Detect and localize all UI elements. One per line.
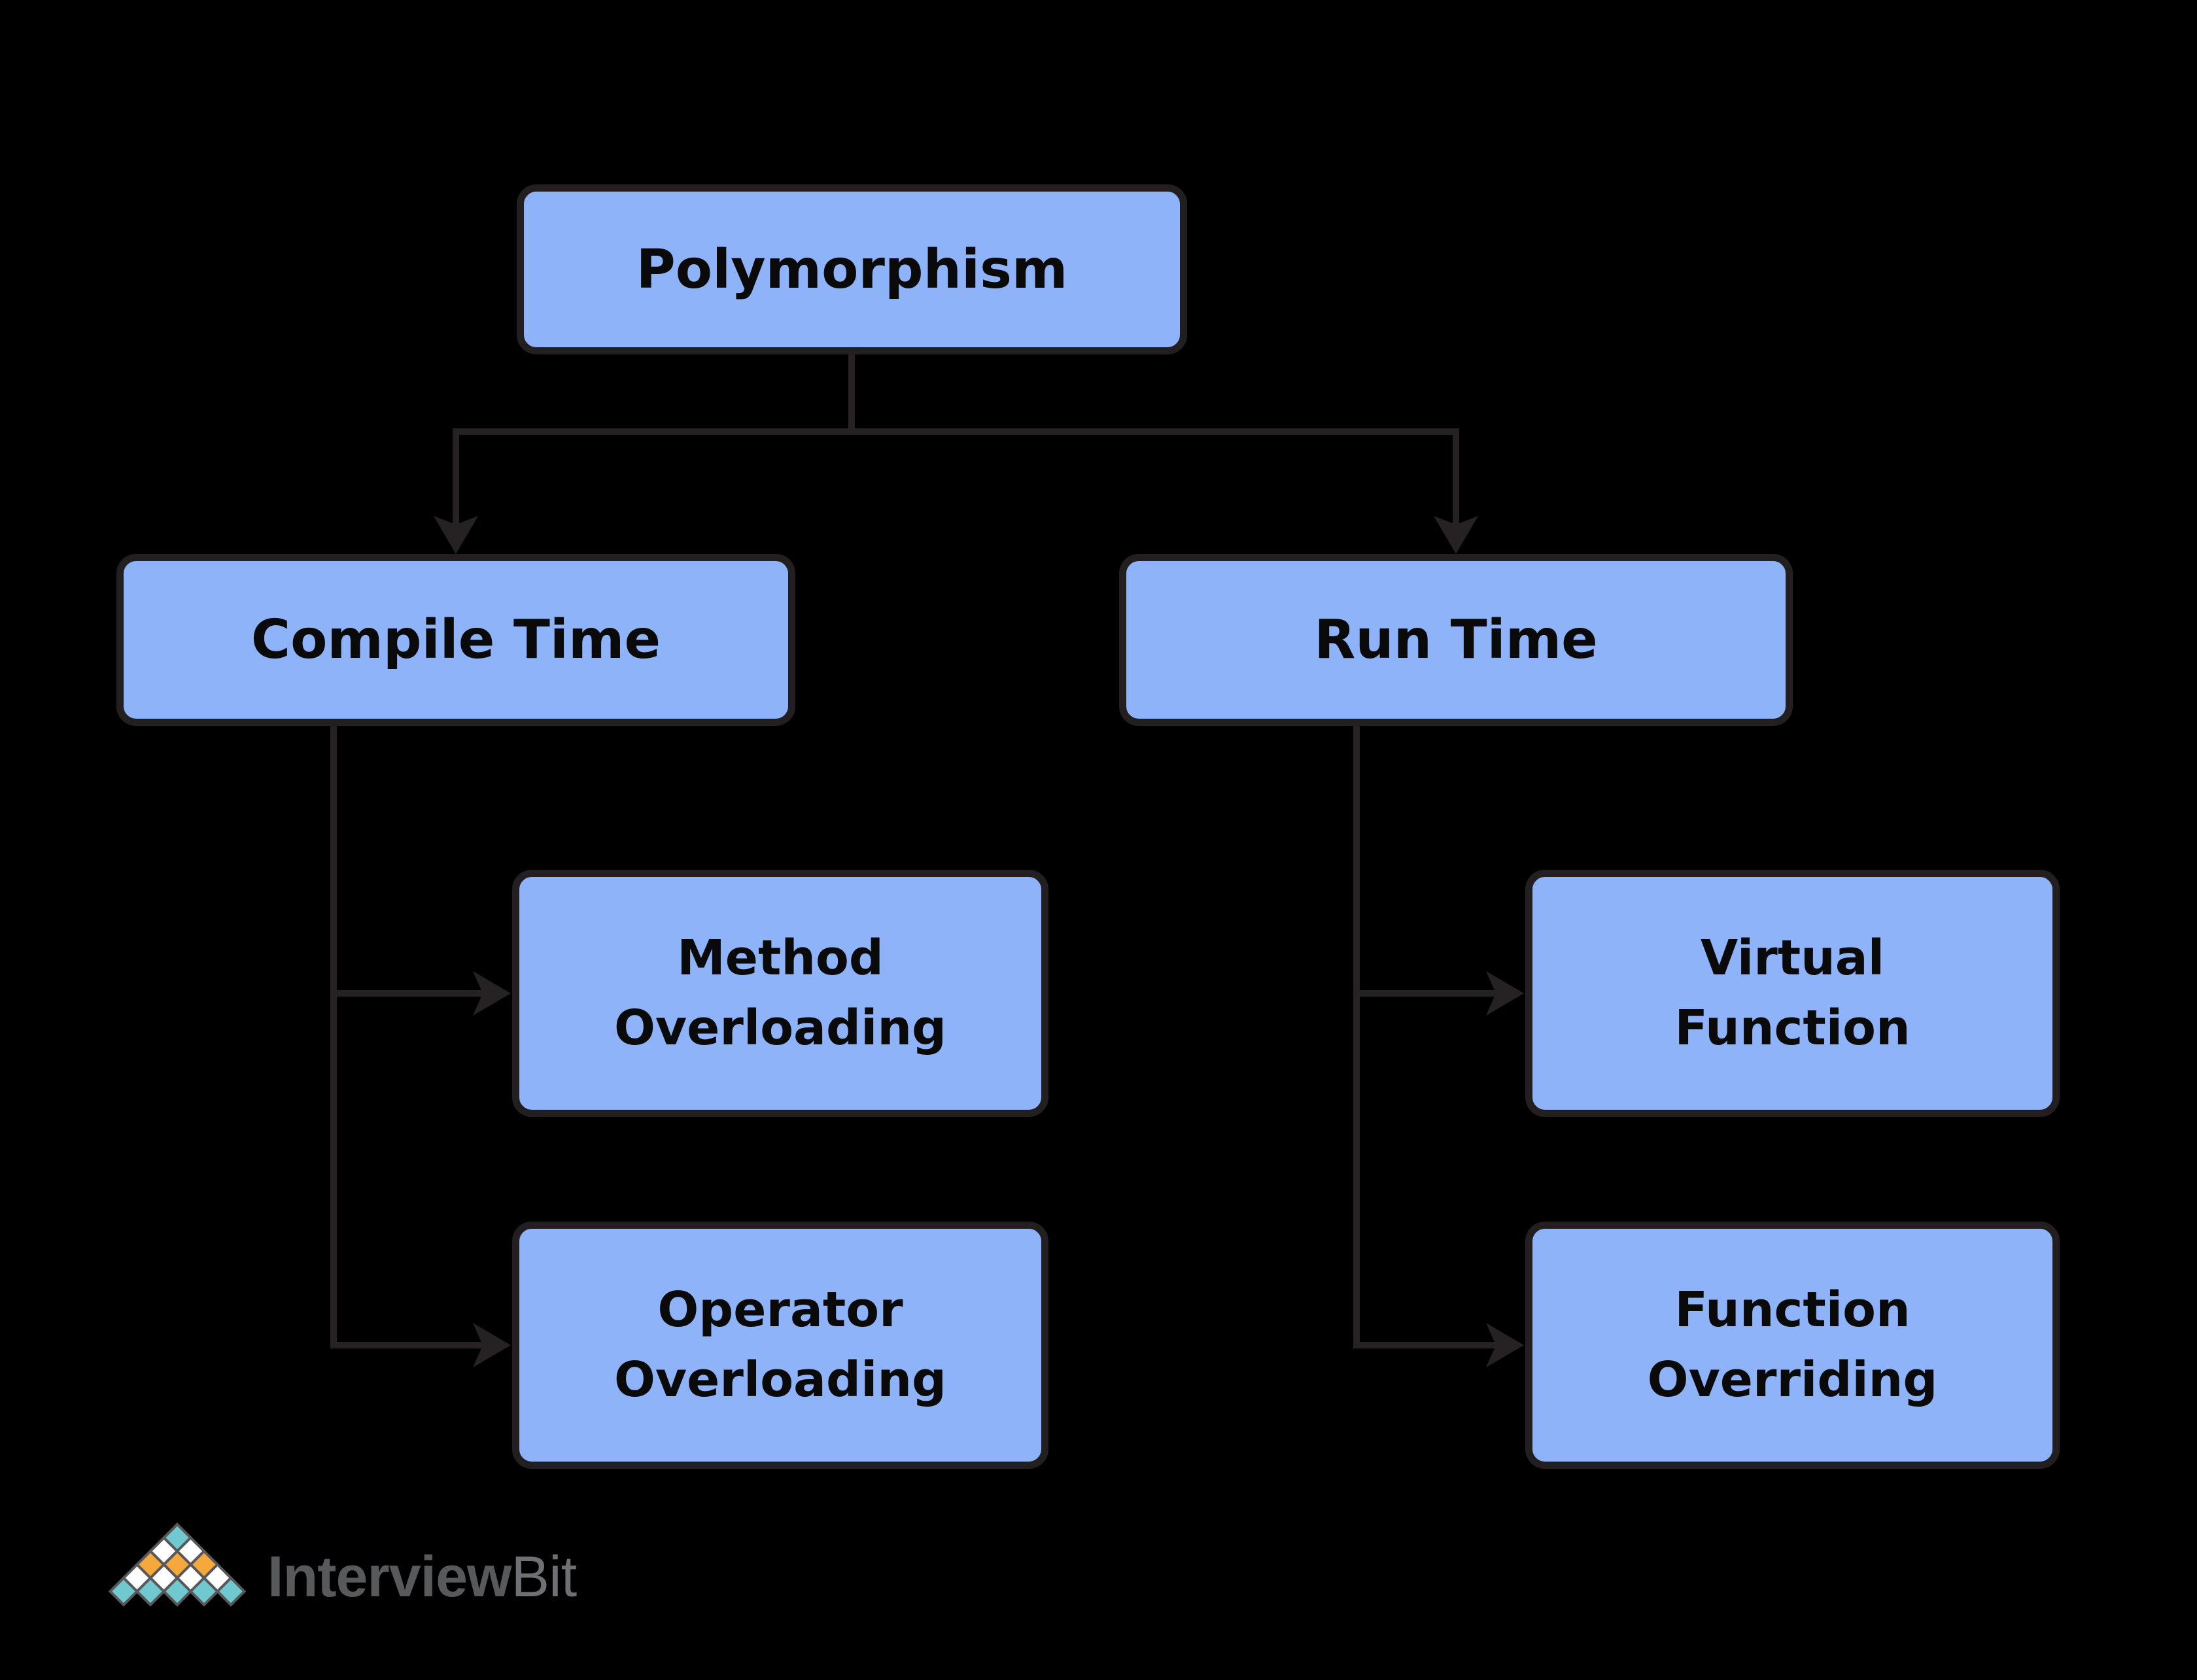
node-operator-overloading: Operator Overloading (512, 1222, 1048, 1469)
node-method-overloading-label: Method Overloading (614, 929, 946, 1056)
node-run-time: Run Time (1119, 554, 1793, 726)
arrowhead-operator-overloading (473, 1323, 511, 1367)
node-operator-overloading-label: Operator Overloading (614, 1281, 946, 1408)
interviewbit-logo: InterviewBit (107, 1522, 577, 1611)
edge-compile-trunk (330, 725, 504, 1348)
brand-text-bit: Bit (511, 1544, 577, 1609)
node-compile-time-label: Compile Time (251, 609, 661, 671)
arrowhead-run-time (1434, 516, 1478, 554)
arrowhead-compile-time (434, 516, 478, 554)
node-polymorphism-label: Polymorphism (636, 238, 1068, 301)
node-virtual-function: Virtual Function (1525, 870, 2060, 1117)
edge-runtime-trunk (1353, 725, 1516, 1348)
node-virtual-function-label: Virtual Function (1674, 929, 1911, 1056)
node-run-time-label: Run Time (1314, 609, 1598, 671)
arrowhead-function-overriding (1486, 1323, 1524, 1367)
arrowhead-method-overloading (473, 971, 511, 1016)
diamond-pyramid-icon (108, 1522, 247, 1607)
node-function-overriding: Function Overriding (1525, 1222, 2060, 1469)
brand-text-interview: Interview (268, 1544, 511, 1609)
node-method-overloading: Method Overloading (512, 870, 1048, 1117)
brand-wordmark: InterviewBit (268, 1548, 577, 1611)
arrowhead-virtual-function (1486, 971, 1524, 1016)
node-compile-time: Compile Time (116, 554, 795, 726)
node-polymorphism: Polymorphism (517, 184, 1187, 354)
node-function-overriding-label: Function Overriding (1647, 1281, 1938, 1408)
